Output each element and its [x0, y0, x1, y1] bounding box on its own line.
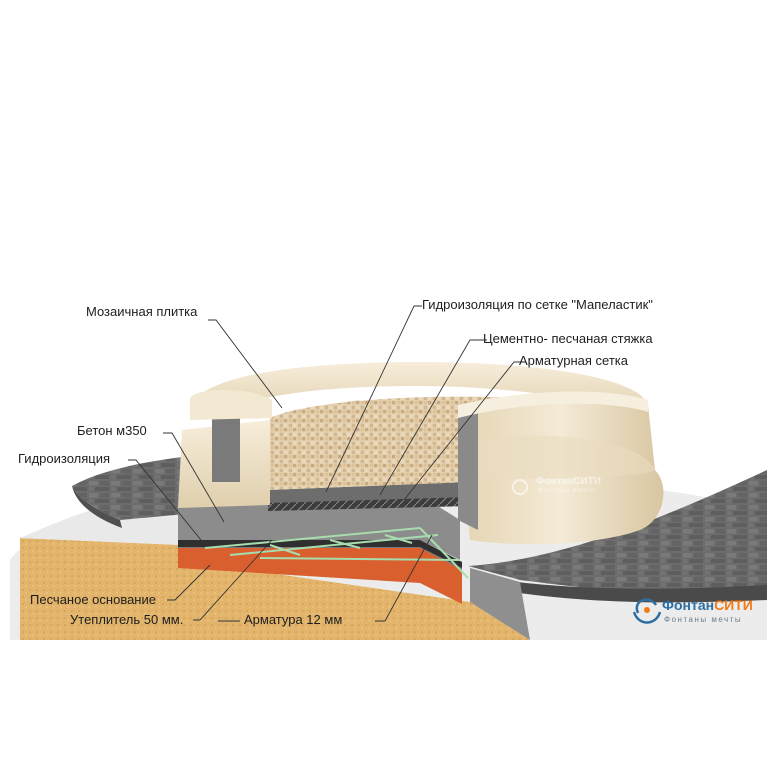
- insulation-layer: [178, 548, 462, 604]
- label-insulation: Утеплитель 50 мм.: [70, 612, 184, 627]
- label-rebar-mesh: Арматурная сетка: [519, 353, 628, 368]
- concrete-slab: [178, 495, 460, 560]
- basin-back-rim: [190, 362, 648, 420]
- label-waterproof-mesh: Гидроизоляция по сетке "Мапеластик": [422, 297, 653, 312]
- sand-layer: [20, 538, 530, 640]
- label-waterproofing: Гидроизоляция: [18, 451, 111, 466]
- label-sand-base: Песчаное основание: [30, 592, 156, 607]
- stone-watermark: ФонтанСИТИ Фонтаны мечты: [514, 476, 624, 500]
- waterproofing-layer: [178, 540, 462, 568]
- rebar-mesh: [204, 527, 469, 579]
- waterproof-mesh-layer: [268, 497, 470, 511]
- label-mosaic-tile: Мозаичная плитка: [86, 304, 198, 319]
- brand-logo: ФонтанСИТИ Фонтаны мечты: [628, 596, 760, 630]
- watermark-tagline: Фонтаны мечты: [538, 488, 595, 494]
- logo-tagline: Фонтаны мечты: [664, 615, 743, 624]
- label-screed: Цементно- песчаная стяжка: [483, 331, 653, 346]
- watermark-brand: ФонтанСИТИ: [536, 476, 601, 487]
- label-rebar: Арматура 12 мм: [244, 612, 343, 627]
- mosaic-wall: [268, 396, 620, 490]
- logo-mark-svg: [632, 598, 662, 624]
- paving-right: [468, 470, 767, 595]
- logo-brand: ФонтанСИТИ: [662, 597, 753, 613]
- leader-lines: [128, 305, 525, 622]
- label-concrete: Бетон м350: [77, 423, 147, 438]
